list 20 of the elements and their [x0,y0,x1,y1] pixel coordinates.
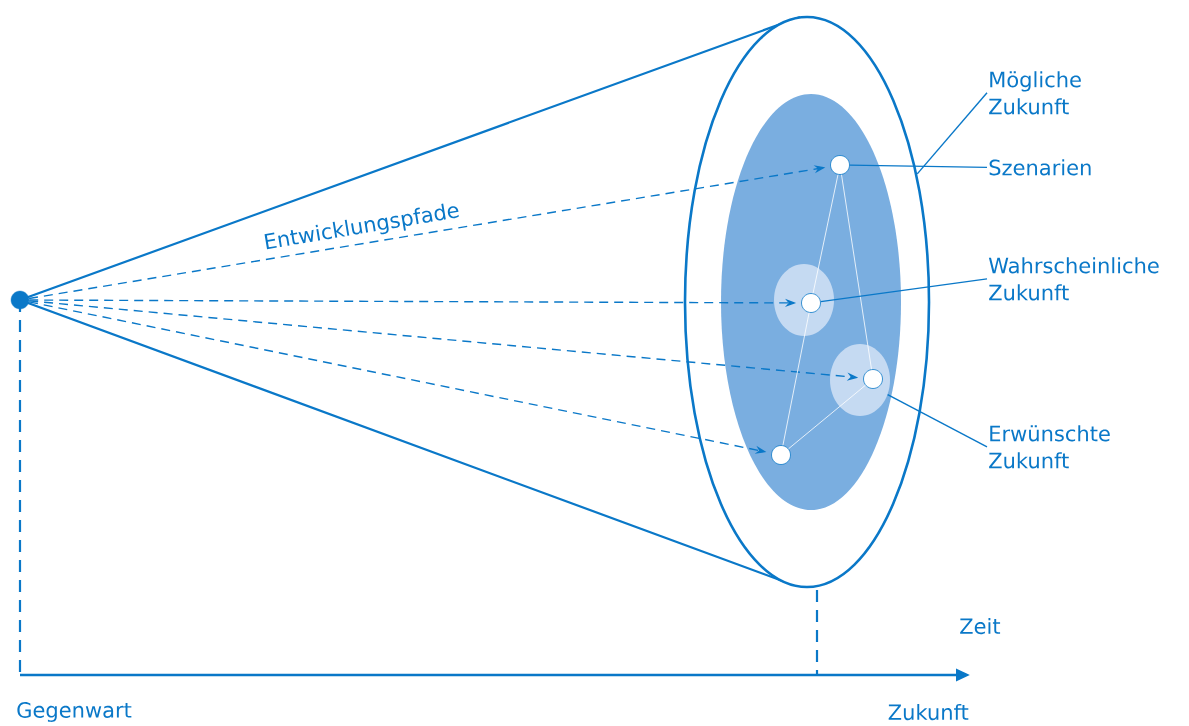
scenario-dot [863,369,883,389]
leader-line [886,393,988,448]
leader-line [820,278,988,303]
connecting-line [841,174,872,370]
connecting-line [782,312,810,446]
axis-label: Zukunft [888,703,969,721]
leader-line [916,92,988,175]
callout-text: Szenarien [989,159,1091,176]
connecting-line [812,174,839,294]
connecting-line [788,384,866,450]
callout-text: Wahrscheinliche Zukunft [988,257,1159,301]
scenario-dot [830,155,850,175]
axis-label: Gegenwart [17,702,132,722]
scenario-dot [771,445,791,465]
axis-label: Zeit [960,617,1001,635]
callout-text: Erwünschte Zukunft [989,425,1110,469]
start-dot [10,290,30,310]
scenario-dot [801,293,821,313]
callout-text: Mögliche Zukunft [989,71,1081,115]
leader-line [849,164,988,169]
